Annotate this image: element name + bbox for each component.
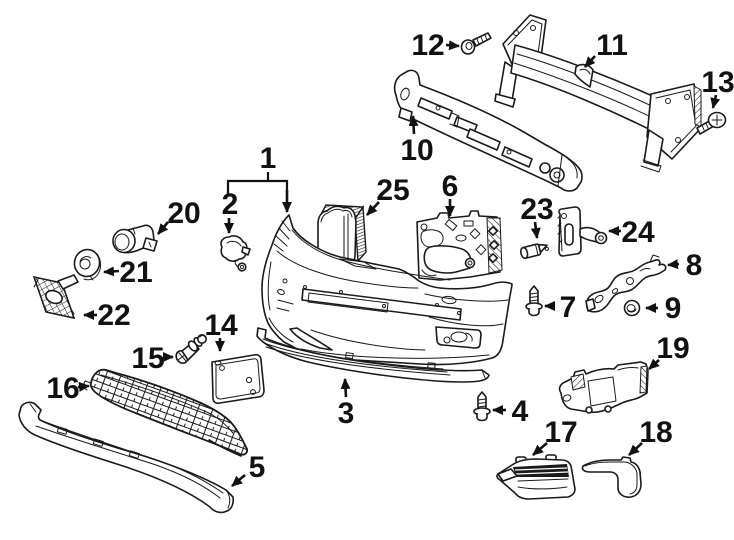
callout-label-5: 5 xyxy=(249,451,266,484)
callout-21[interactable]: 21 xyxy=(103,256,153,289)
callout-label-11: 11 xyxy=(596,29,628,62)
part-side-support-bracket xyxy=(585,254,667,313)
callout-label-8: 8 xyxy=(686,249,703,282)
callout-label-23: 23 xyxy=(520,193,553,226)
callout-7[interactable]: 7 xyxy=(544,291,577,324)
part-park-sensor xyxy=(112,224,158,254)
callout-17[interactable]: 17 xyxy=(532,416,578,456)
callout-label-24: 24 xyxy=(621,216,655,249)
callout-label-7: 7 xyxy=(560,291,577,324)
callout-25[interactable]: 25 xyxy=(366,174,410,216)
part-retainer-clip xyxy=(175,333,208,364)
callout-2[interactable]: 2 xyxy=(222,188,239,234)
part-screw-4 xyxy=(473,391,491,422)
part-lower-grille xyxy=(83,368,249,457)
part-support-bracket xyxy=(557,206,608,257)
callout-label-1: 1 xyxy=(260,142,277,175)
callout-4[interactable]: 4 xyxy=(492,395,529,428)
callout-16[interactable]: 16 xyxy=(46,372,90,405)
callout-3[interactable]: 3 xyxy=(338,378,355,430)
callout-15[interactable]: 15 xyxy=(131,342,174,375)
callout-label-13: 13 xyxy=(701,66,734,99)
callout-10[interactable]: 10 xyxy=(400,115,434,167)
part-bolt-13 xyxy=(696,111,727,135)
part-front-spoiler xyxy=(18,401,235,514)
callout-label-17: 17 xyxy=(544,416,577,449)
callout-12[interactable]: 12 xyxy=(411,29,460,62)
callout-8[interactable]: 8 xyxy=(667,249,703,282)
callout-label-18: 18 xyxy=(639,416,672,449)
part-sensor-bracket xyxy=(32,274,79,320)
callout-9[interactable]: 9 xyxy=(645,292,682,325)
part-sensor-23 xyxy=(519,243,549,260)
callout-13[interactable]: 13 xyxy=(701,66,734,109)
callout-label-9: 9 xyxy=(665,292,682,325)
callout-label-10: 10 xyxy=(400,134,433,167)
callout-label-21: 21 xyxy=(119,256,152,289)
callout-1[interactable]: 1 xyxy=(226,142,292,213)
callout-23[interactable]: 23 xyxy=(520,193,554,239)
part-screw-7 xyxy=(525,285,543,317)
part-bumper-cover xyxy=(261,214,513,366)
callout-label-4: 4 xyxy=(512,395,529,428)
callout-label-22: 22 xyxy=(97,299,130,332)
part-license-plate-bracket xyxy=(211,353,265,405)
part-sensor-bracket-plate xyxy=(416,210,503,281)
part-fog-lamp-bracket xyxy=(558,361,649,414)
callout-label-12: 12 xyxy=(411,29,444,62)
callout-6[interactable]: 6 xyxy=(442,170,459,217)
part-sensor-retainer xyxy=(73,248,101,281)
callout-22[interactable]: 22 xyxy=(83,299,131,332)
callout-label-2: 2 xyxy=(222,188,239,221)
callout-20[interactable]: 20 xyxy=(157,197,201,235)
part-fog-lamp-trim xyxy=(581,456,642,498)
part-lower-trim-strip xyxy=(256,327,490,383)
callout-11[interactable]: 11 xyxy=(584,29,628,68)
callout-label-14: 14 xyxy=(204,309,238,342)
callout-label-3: 3 xyxy=(338,397,355,430)
callout-14[interactable]: 14 xyxy=(204,309,238,352)
part-energy-absorber xyxy=(393,69,583,192)
callout-19[interactable]: 19 xyxy=(648,332,690,370)
callout-18[interactable]: 18 xyxy=(628,416,673,456)
callout-label-25: 25 xyxy=(376,174,409,207)
callout-label-19: 19 xyxy=(656,332,689,365)
part-grommet xyxy=(623,299,641,317)
callout-label-6: 6 xyxy=(442,170,459,203)
part-fog-lamp-grille xyxy=(496,454,576,500)
part-washer-cap xyxy=(220,235,251,272)
callout-24[interactable]: 24 xyxy=(608,216,655,249)
part-impact-bar xyxy=(494,14,702,173)
callout-label-20: 20 xyxy=(167,197,200,230)
callout-label-15: 15 xyxy=(131,342,164,375)
part-screw-12 xyxy=(460,32,492,55)
callout-5[interactable]: 5 xyxy=(231,451,266,487)
callout-label-16: 16 xyxy=(46,372,79,405)
